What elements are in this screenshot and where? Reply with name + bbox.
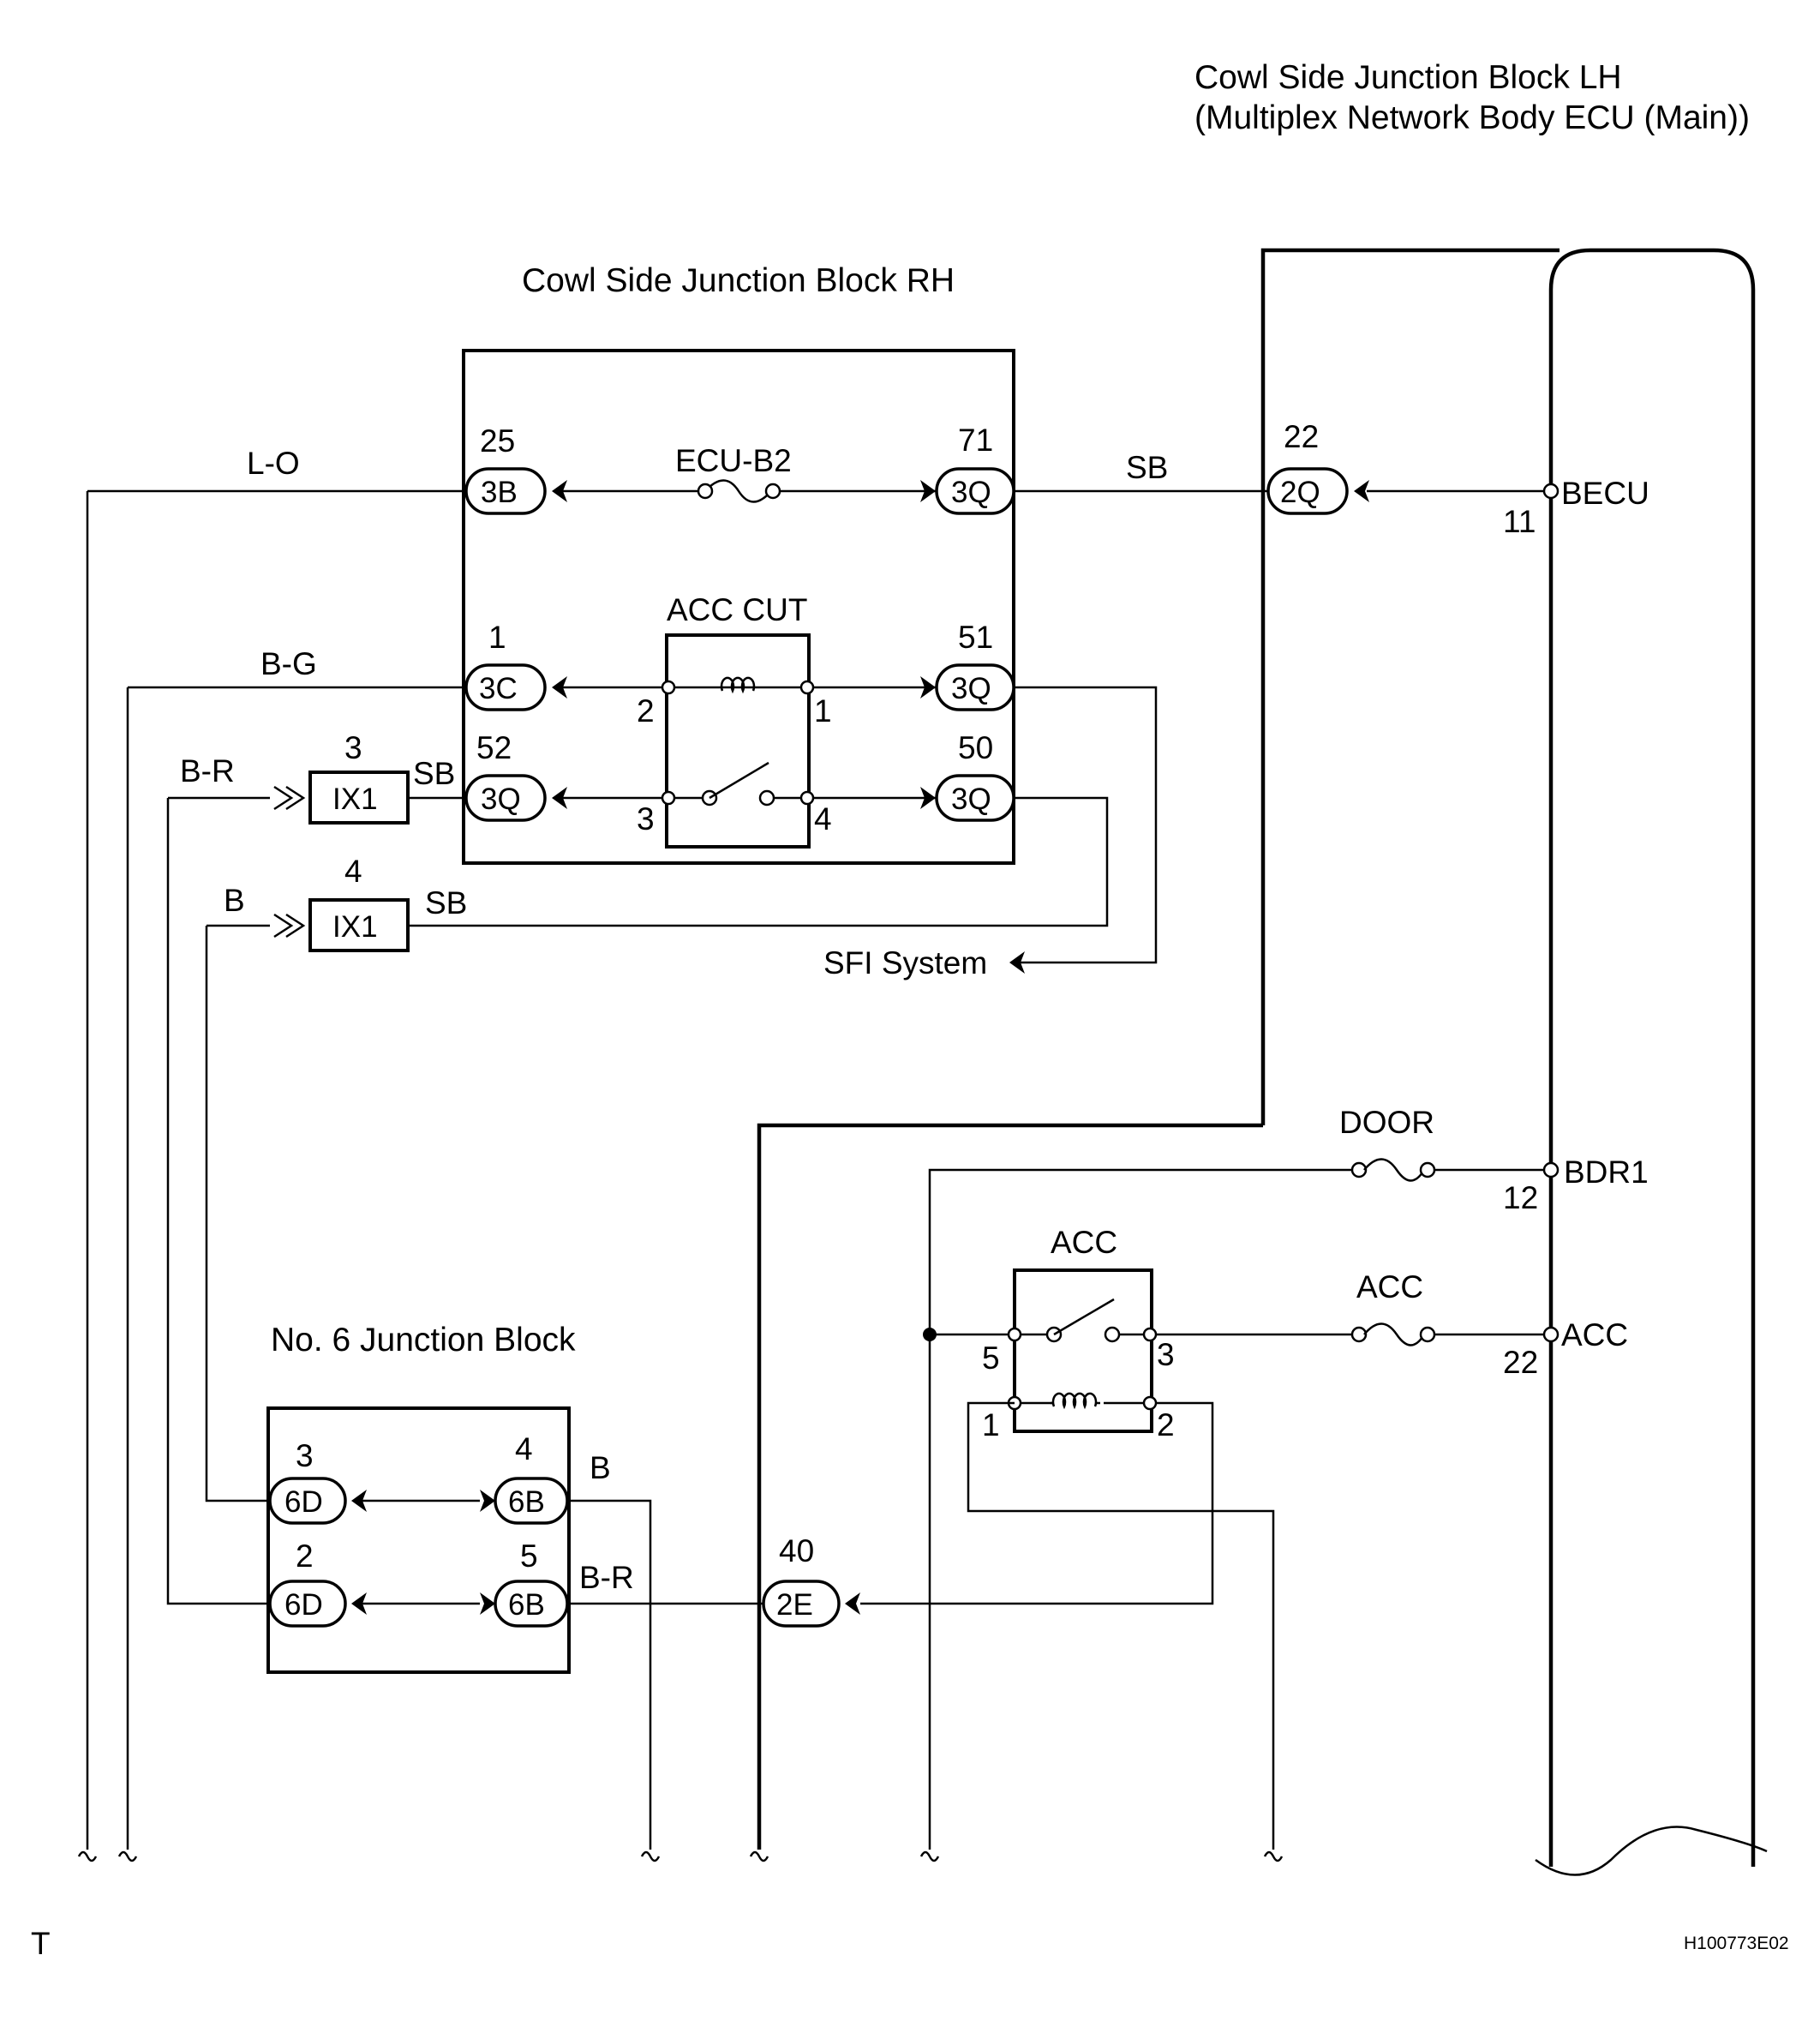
ecu-b2-circuit [87,479,1560,503]
fuse-ecu-b2-label: ECU-B2 [675,443,792,478]
wire-sb-ix1-3: SB [413,756,455,791]
svg-text:4: 4 [515,1431,533,1466]
rh-junction-block [462,349,1015,865]
acc-pin-5: 5 [982,1340,1000,1376]
figure-code: H100773E02 [1684,1934,1789,1953]
svg-text:3Q: 3Q [951,476,991,509]
terminal-bdr1-pin: 12 [1503,1180,1538,1215]
connector-ix1-3: 3 IX1 [308,730,410,825]
lh-ecu-outline [1260,248,1768,1876]
rh-block-title: Cowl Side Junction Block RH [522,262,955,299]
svg-text:IX1: IX1 [332,910,378,944]
acc-relay-coil-circuit [967,1388,1284,1862]
acc-cut-label: ACC CUT [667,592,807,627]
connector-3c: 1 3C [464,620,567,711]
svg-text:3C: 3C [479,672,518,705]
connector-6b-4: 4 6B [480,1431,569,1525]
svg-text:50: 50 [958,730,993,765]
connector-ix1-4: 4 IX1 [308,854,410,952]
acc-cut-pin-2: 2 [637,693,655,729]
connector-6d-2: 2 6D [268,1538,367,1628]
wire-b-r-top: B-R [180,753,235,789]
wire-b-r-jb: B-R [579,1560,634,1595]
connector-3q-51: 51 3Q [920,620,1015,711]
svg-text:2E: 2E [776,1588,813,1622]
svg-text:IX1: IX1 [332,783,378,816]
footer-left-mark: T [31,1926,51,1961]
wire-2e-to-acc-pin2 [860,1401,1214,1605]
svg-text:2Q: 2Q [1280,476,1320,509]
terminal-becu: BECU [1561,476,1649,511]
svg-text:5: 5 [520,1538,538,1574]
acc-pin-1: 1 [982,1407,1000,1442]
connector-3q-52: 52 3Q [464,730,567,822]
wire-b-down [567,1499,652,1850]
wire-b-jb: B [590,1450,611,1485]
svg-text:52: 52 [476,730,512,765]
svg-text:3Q: 3Q [951,672,991,705]
lh-block-subtitle: (Multiplex Network Body ECU (Main)) [1194,99,1750,136]
fuse-acc-label: ACC [1356,1269,1423,1304]
connector-2e: 40 2E [762,1533,860,1628]
acc-cut-pin-4: 4 [814,801,832,837]
acc-cut-switch-circuit [168,761,1109,927]
no6-junction-block [266,1406,571,1674]
fuse-door-label: DOOR [1339,1105,1434,1140]
acc-cut-pin-3: 3 [637,801,655,837]
terminal-acc-pin: 22 [1503,1345,1538,1380]
connector-6b-5: 5 6B [480,1538,569,1628]
svg-text:4: 4 [344,854,362,889]
acc-relay-switch-circuit [923,1298,1560,1346]
svg-text:3: 3 [344,730,362,765]
connector-2q: 22 2Q [1266,419,1369,515]
door-fuse-circuit [919,1158,1560,1862]
connector-3q-50: 50 3Q [920,730,1015,822]
terminal-bdr1: BDR1 [1564,1154,1649,1190]
svg-text:40: 40 [779,1533,814,1568]
acc-relay-label: ACC [1051,1225,1117,1260]
sfi-system-label: SFI System [823,945,987,981]
svg-text:3Q: 3Q [951,783,991,816]
wire-b-top: B [224,883,245,918]
wire-l-o: L-O [247,446,300,481]
svg-text:71: 71 [958,423,993,458]
svg-text:6D: 6D [284,1588,323,1622]
lh-block-title: Cowl Side Junction Block LH [1194,59,1622,96]
acc-pin-3: 3 [1157,1337,1175,1372]
svg-text:6B: 6B [508,1588,545,1622]
left-vertical-wires [77,491,270,1862]
svg-text:25: 25 [480,423,515,459]
wire-sb-ix1-4: SB [425,885,467,921]
bold-wire-break [749,1850,769,1862]
wire-sb-top: SB [1126,450,1168,485]
acc-pin-2: 2 [1157,1407,1175,1442]
svg-text:3Q: 3Q [481,783,521,816]
wire-b-g: B-G [260,646,317,681]
acc-cut-relay [665,633,811,849]
wire-b-break [640,1850,661,1862]
acc-relay [1013,1268,1153,1433]
connector-3b: 25 3B [464,423,567,515]
connector-3q-71: 71 3Q [920,423,1015,515]
svg-text:6B: 6B [508,1485,545,1519]
svg-text:3: 3 [296,1438,314,1473]
svg-text:51: 51 [958,620,993,655]
bold-ecu-wire [757,1123,1263,1850]
acc-cut-pin-1: 1 [814,693,832,729]
svg-text:3B: 3B [481,476,518,509]
ix1-4-circuit [207,913,306,939]
svg-text:22: 22 [1284,419,1319,454]
svg-text:2: 2 [296,1538,314,1574]
terminal-becu-pin: 11 [1503,504,1536,539]
connector-6d-3: 3 6D [268,1438,367,1525]
jb6-title: No. 6 Junction Block [271,1322,576,1358]
svg-text:6D: 6D [284,1485,323,1519]
terminal-acc: ACC [1561,1317,1628,1352]
jb6-internal-wires [360,1499,480,1605]
acc-cut-coil-circuit [128,676,1158,974]
svg-text:1: 1 [488,620,506,655]
